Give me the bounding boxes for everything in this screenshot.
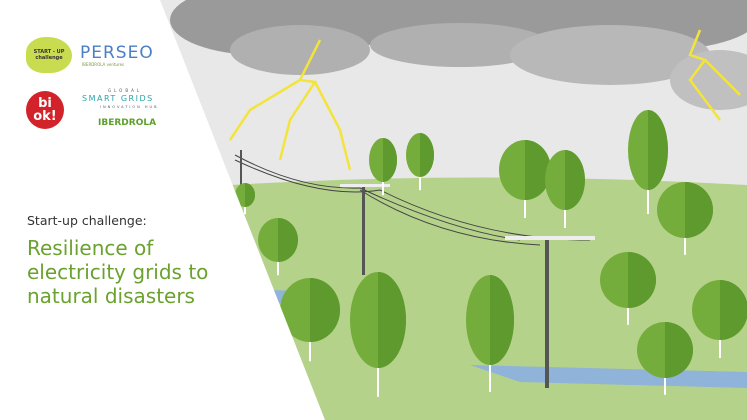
biok-logo: bi ok! [26,91,64,129]
title-line: natural disasters [27,284,195,308]
logo-text: ok! [33,109,57,124]
logo-text: bi [38,96,52,111]
logo-text: START - UP [33,49,65,55]
perseo-sub-logo: IBERDROLA ventures [82,62,125,67]
perseo-logo: PERSEO [80,43,154,63]
page-title: Resilience of electricity grids to natur… [27,236,208,308]
smart-grids-logo-bottom: INNOVATION HUB [100,105,159,109]
tree-shade [378,272,406,368]
tree-shade [665,322,693,378]
intro-text: Start-up challenge: [27,213,147,228]
tree-shade [720,280,747,340]
smart-grids-logo: SMART GRIDS [82,94,154,103]
tree-shade [420,133,434,177]
trees [235,110,747,397]
tree-shade [490,275,514,365]
tree-shade [525,140,551,200]
tree-shade [648,110,668,190]
iberdrola-logo: IBERDROLA [98,118,157,128]
tree-shade [565,150,585,210]
tree-shade [685,182,713,238]
logo-text: challenge [35,55,63,61]
title-line: Resilience of [27,236,154,260]
smart-grids-logo-top: GLOBAL [108,88,143,93]
tree-shade [628,252,656,308]
tree-shade [383,138,397,182]
title-line: electricity grids to [27,260,209,284]
startup-challenge-logo: START - UP challenge [26,37,72,73]
